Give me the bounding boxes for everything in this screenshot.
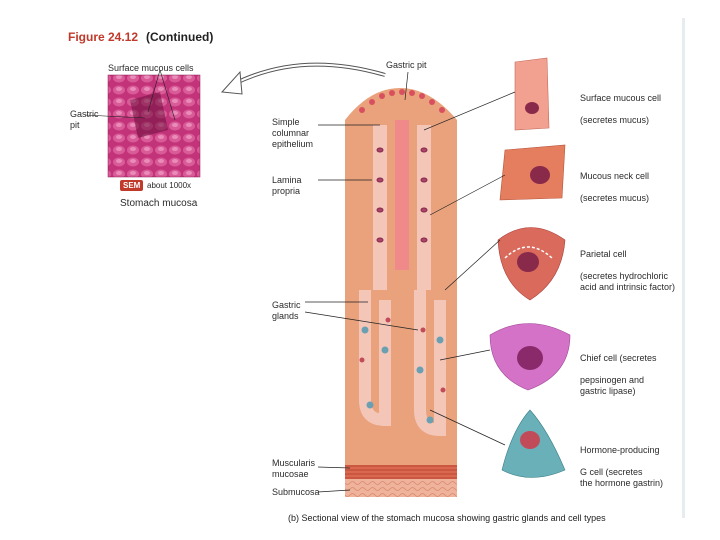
cell-detail: (secretes hydrochloric acid and intrinsi… [580, 271, 675, 292]
cell-name: Parietal cell [580, 249, 627, 259]
cell-name: Mucous neck cell [580, 171, 649, 181]
chief-cell-illustration [490, 324, 570, 391]
cell-label-parietal: Parietal cell (secretes hydrochloric aci… [580, 238, 675, 293]
cell-label-surface-mucous: Surface mucous cell (secretes mucus) [580, 82, 661, 126]
cell-name: Hormone-producing [580, 445, 660, 455]
gastric-pit-label: Gastric pit [386, 60, 427, 71]
submucosa-label: Submucosa [272, 487, 320, 498]
parietal-cell-illustration [498, 228, 565, 301]
cell-label-mucous-neck: Mucous neck cell (secretes mucus) [580, 160, 649, 204]
cell-detail: (secretes mucus) [580, 193, 649, 203]
curved-arrow-icon [222, 65, 385, 94]
cell-detail: G cell (secretes the hormone gastrin) [580, 467, 663, 488]
cell-label-chief: Chief cell (secretes pepsinogen and gast… [580, 342, 657, 397]
g-cell-illustration [502, 410, 565, 478]
cell-detail: pepsinogen and gastric lipase) [580, 375, 644, 396]
sem-micrograph [85, 70, 200, 177]
simple-columnar-label: Simple columnar epithelium [272, 117, 313, 150]
mucosa-section [345, 88, 457, 497]
figure-caption: (b) Sectional view of the stomach mucosa… [288, 513, 606, 523]
gastric-glands-label: Gastric glands [272, 300, 301, 322]
cell-detail: (secretes mucus) [580, 115, 649, 125]
surface-mucous-cell-illustration [515, 58, 549, 130]
cell-label-g-cell: Hormone-producing G cell (secretes the h… [580, 434, 663, 489]
lamina-propria-label: Lamina propria [272, 175, 302, 197]
cell-name: Chief cell (secretes [580, 353, 657, 363]
cell-name: Surface mucous cell [580, 93, 661, 103]
mucous-neck-cell-illustration [500, 145, 565, 200]
muscularis-mucosae-label: Muscularis mucosae [272, 458, 315, 480]
